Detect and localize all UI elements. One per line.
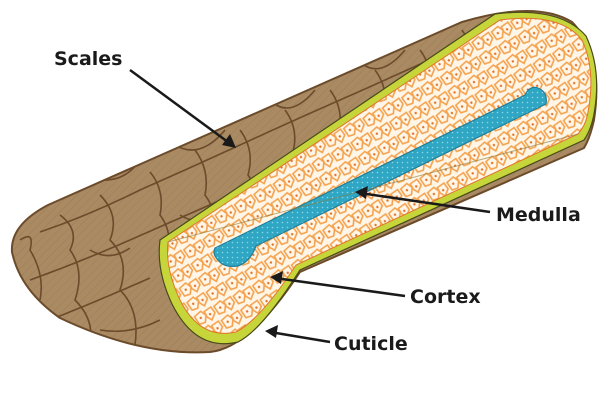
cuticle-leader bbox=[270, 332, 330, 342]
cortex-label: Cortex bbox=[410, 286, 481, 308]
scales-label: Scales bbox=[54, 48, 122, 70]
cuticle-arrowhead bbox=[265, 325, 278, 338]
medulla-label: Medulla bbox=[496, 204, 581, 226]
cuticle-label: Cuticle bbox=[334, 333, 408, 355]
cortex-leader bbox=[275, 278, 405, 296]
scales-leader bbox=[130, 70, 232, 145]
